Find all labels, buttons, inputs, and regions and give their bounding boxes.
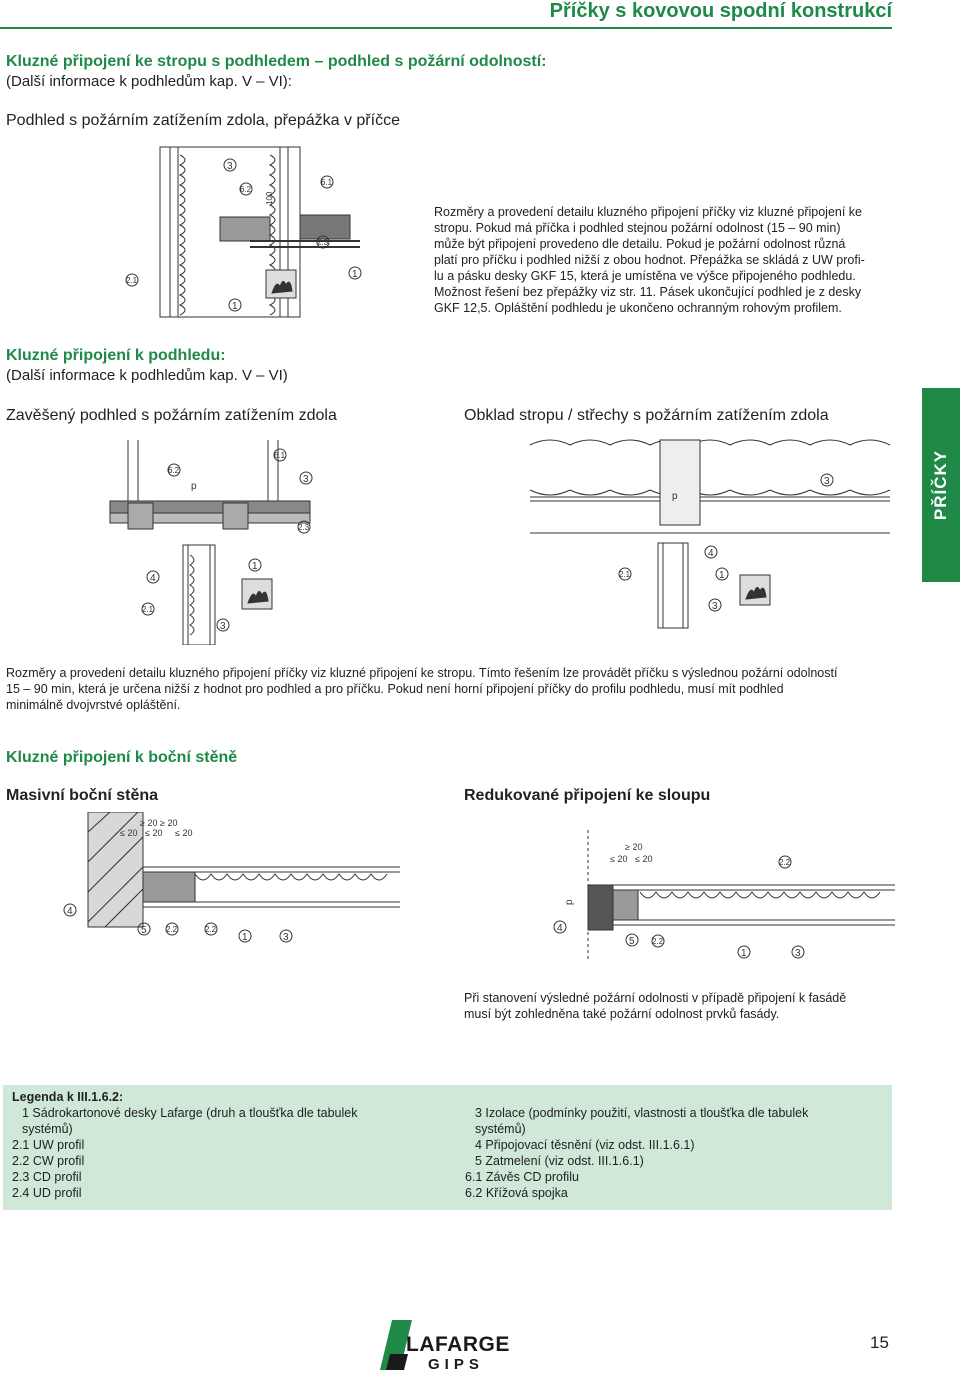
para1-line: Rozměry a provedení detailu kluzného při… <box>434 205 863 219</box>
label-le20a: ≤ 20 <box>610 854 627 864</box>
label-1: 1 <box>242 932 248 943</box>
label-4: 4 <box>708 548 714 559</box>
label-2-2b: 2.2 <box>205 925 217 934</box>
label-4: 4 <box>67 906 73 917</box>
label-1: 1 <box>252 561 258 572</box>
label-1a: 1 <box>232 301 238 312</box>
legend-item: 6.2 Křížová spojka <box>465 1186 568 1200</box>
legend-item: 4 Připojovací těsnění (viz odst. III.1.6… <box>475 1138 695 1152</box>
para1-line: platí pro příčku i podhled nižší z obou … <box>434 253 865 267</box>
para1-line: GKF 12,5. Opláštění podhledu je ukončeno… <box>434 301 842 315</box>
label-ge20b: ≥ 20 <box>160 818 177 828</box>
legend-item: 6.1 Závěs CD profilu <box>465 1170 579 1184</box>
label-100: 100 <box>265 191 274 205</box>
note-line: musí být zohledněna také požární odolnos… <box>464 1007 780 1021</box>
lafarge-gips-logo: LAFARGE GIPS <box>380 1320 510 1372</box>
legend-item: systémů) <box>22 1122 73 1136</box>
legend-item: 5 Zatmelení (viz odst. III.1.6.1) <box>475 1154 644 1168</box>
label-5: 5 <box>141 925 147 936</box>
diagram-suspended-ceiling: 6.2 p 6.1 3 2.3 4 1 2.1 3 <box>109 440 313 645</box>
legend-item: 2.3 CD profil <box>12 1170 82 1184</box>
label-2-2top: 2.2 <box>779 858 791 867</box>
label-6-2: 6.2 <box>240 185 252 194</box>
label-p: p <box>564 899 575 905</box>
label-6-1: 6.1 <box>274 451 286 460</box>
section3-left-subheading: Masivní boční stěna <box>6 787 159 804</box>
section1-heading-note: (Další informace k podhledům kap. V – VI… <box>6 73 292 90</box>
label-3: 3 <box>303 474 309 485</box>
legend-left-column: 1 Sádrokartonové desky Lafarge (druh a t… <box>12 1105 412 1201</box>
section2-paragraph: Rozměry a provedení detailu kluzného při… <box>6 665 891 713</box>
label-2-3: 2.3 <box>298 523 310 532</box>
section2-right-subheading: Obklad stropu / střechy s požárním zatíž… <box>464 407 829 424</box>
label-1: 1 <box>741 948 747 959</box>
page-header-title: Příčky s kovovou spodní konstrukcí <box>549 0 892 22</box>
label-3: 3 <box>795 948 801 959</box>
section2-heading-note: (Další informace k podhledům kap. V – VI… <box>6 367 288 384</box>
legend-title: Legenda k III.1.6.2: <box>12 1090 124 1104</box>
label-2-1: 2.1 <box>142 605 154 614</box>
legend-item: systémů) <box>475 1122 526 1136</box>
section1-subheading: Podhled s požárním zatížením zdola, přep… <box>6 112 400 129</box>
label-1: 1 <box>719 570 725 581</box>
diagram-column-connection: ≥ 20 ≤ 20 ≤ 20 2.2 p 4 5 2.2 1 3 <box>553 830 895 960</box>
label-2-1: 2.1 <box>126 276 138 285</box>
label-le20a: ≤ 20 <box>120 828 137 838</box>
label-4: 4 <box>150 573 156 584</box>
diagram-side-wall: ≥ 20 ≥ 20 ≤ 20 ≤ 20 ≤ 20 4 5 2.2 2.2 1 3 <box>63 812 400 943</box>
legend-item: 2.4 UD profil <box>12 1186 82 1200</box>
section1-paragraph: Rozměry a provedení detailu kluzného při… <box>434 204 891 316</box>
page-number: 15 <box>870 1333 889 1352</box>
label-2-2a: 2.2 <box>166 925 178 934</box>
label-3b: 3 <box>712 601 718 612</box>
para2-line: 15 – 90 min, která je určena nižší z hod… <box>6 682 784 696</box>
section3-right-subheading: Redukované připojení ke sloupu <box>464 787 711 804</box>
section2-heading: Kluzné připojení k podhledu: <box>6 347 226 364</box>
note-line: Při stanovení výsledné požární odolnosti… <box>464 991 847 1005</box>
label-6-1: 6.1 <box>321 178 333 187</box>
label-5: 5 <box>629 936 635 947</box>
legend-right-column: 3 Izolace (podmínky použití, vlastnosti … <box>465 1105 885 1201</box>
logo-word2: GIPS <box>428 1356 484 1372</box>
label-le20b: ≤ 20 <box>635 854 652 864</box>
para1-line: lu a pásku desky GKF 15, která je umístě… <box>434 269 856 283</box>
diagram-ceiling-cladding: p 3 4 2.1 1 3 <box>529 439 891 629</box>
label-3: 3 <box>824 476 830 487</box>
label-6-2: 6.2 <box>168 466 180 475</box>
label-p: p <box>672 491 678 502</box>
label-ge20: ≥ 20 <box>625 842 642 852</box>
legend-item: 1 Sádrokartonové desky Lafarge (druh a t… <box>22 1106 358 1120</box>
section1-heading: Kluzné připojení ke stropu s podhledem –… <box>6 53 547 70</box>
para1-line: stropu. Pokud má příčka i podhled stejno… <box>434 221 841 235</box>
legend-item: 2.2 CW profil <box>12 1154 85 1168</box>
label-2-2: 2.2 <box>652 937 664 946</box>
label-3b: 3 <box>220 621 226 632</box>
label-ge20a: ≥ 20 <box>140 818 157 828</box>
label-2-1: 2.1 <box>619 570 631 579</box>
legend-item: 2.1 UW profil <box>12 1138 85 1152</box>
section3-note: Při stanovení výsledné požární odolnosti… <box>464 990 892 1022</box>
header-rule <box>0 27 892 29</box>
label-le20c: ≤ 20 <box>175 828 192 838</box>
label-p: p <box>191 481 197 492</box>
label-3: 3 <box>283 932 289 943</box>
side-tab-label: PŘÍČKY <box>931 449 950 521</box>
logo-word1: LAFARGE <box>406 1333 510 1356</box>
para1-line: může být připojení provedeno dle detailu… <box>434 237 846 251</box>
section2-left-subheading: Zavěšený podhled s požárním zatížením zd… <box>6 407 337 424</box>
para1-line: Možnost řešení bez přepážky viz str. 11.… <box>434 285 862 299</box>
diagram-ceiling-fire-barrier: 3 6.2 6.1 100 2.3 2.1 1 1 <box>125 146 362 318</box>
legend-item: 3 Izolace (podmínky použití, vlastnosti … <box>475 1106 809 1120</box>
label-1b: 1 <box>352 269 358 280</box>
para2-line: minimálně dvojvrstvé opláštění. <box>6 698 181 712</box>
legend-box: Legenda k III.1.6.2: 1 Sádrokartonové de… <box>3 1085 892 1210</box>
section3-heading: Kluzné připojení k boční stěně <box>6 749 238 766</box>
label-le20b: ≤ 20 <box>145 828 162 838</box>
label-4: 4 <box>557 923 563 934</box>
side-tab: PŘÍČKY <box>922 388 960 582</box>
label-3: 3 <box>227 161 233 172</box>
label-2-3: 2.3 <box>317 238 329 247</box>
para2-line: Rozměry a provedení detailu kluzného při… <box>6 666 838 680</box>
